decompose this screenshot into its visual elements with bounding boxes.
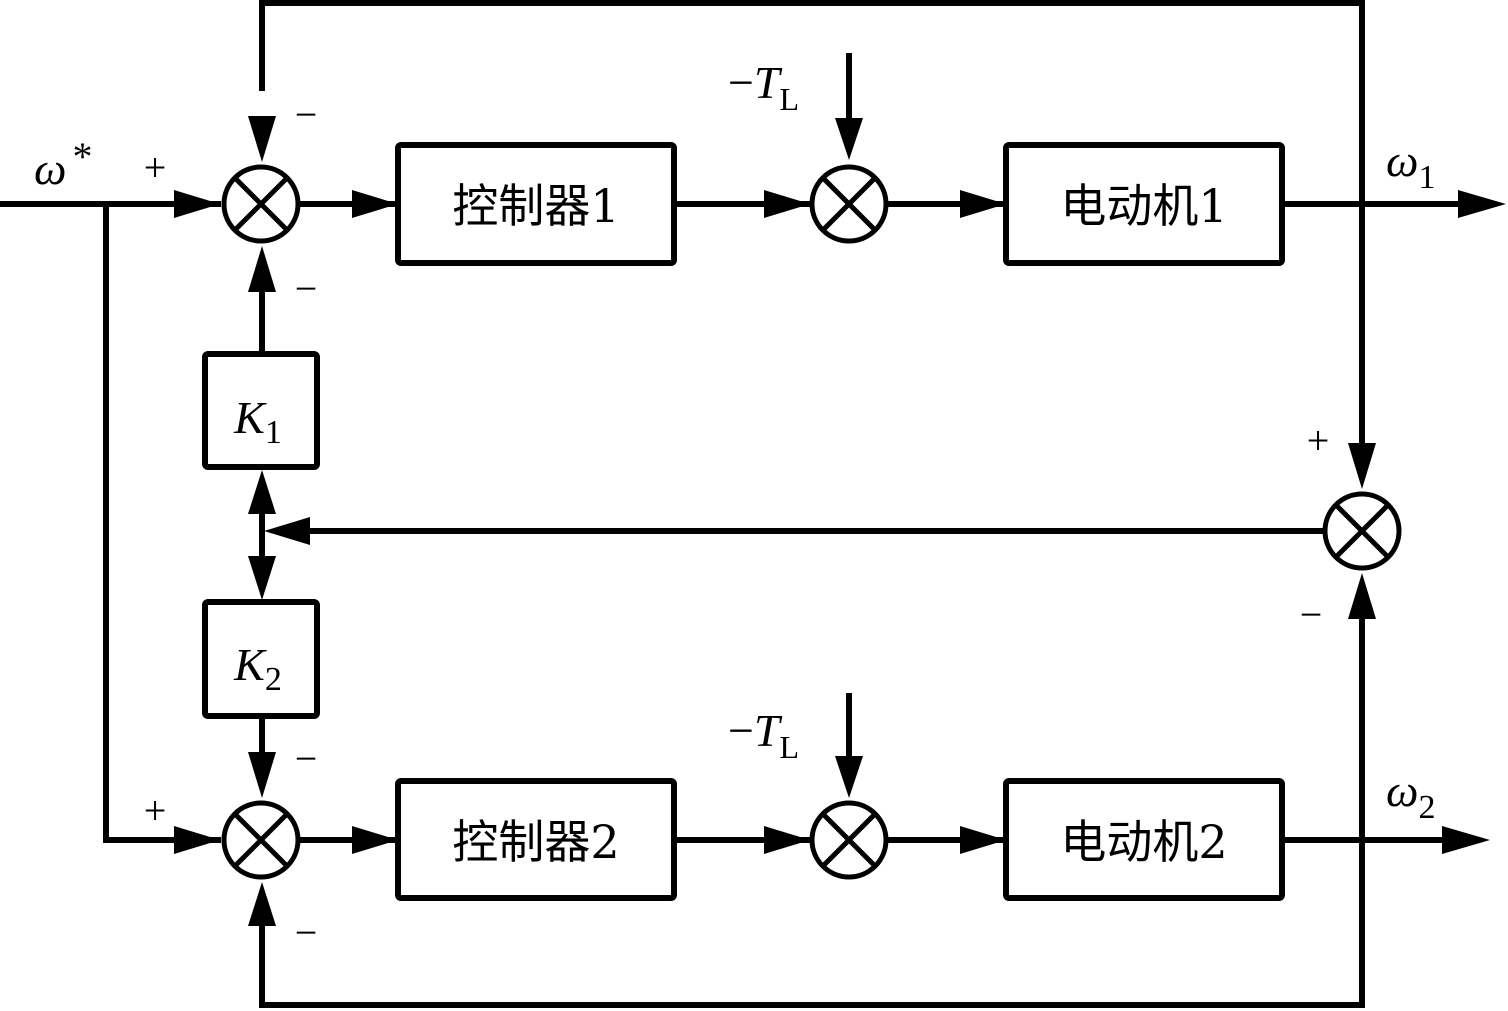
svg-text:K2: K2: [233, 639, 282, 698]
arrow-into-diff-sum-bottom: [1348, 573, 1376, 619]
input-label: ω*: [34, 134, 92, 194]
arrow-into-sum2-bottom: [248, 882, 276, 926]
diff-sum-bottom-sign: −: [1300, 592, 1323, 637]
arrow-into-load-sum2: [764, 826, 810, 854]
omega2-feedback-wire: [259, 619, 1365, 1008]
arrow-into-sum2-top: [248, 752, 276, 798]
omega2-label: ω2: [1386, 765, 1435, 826]
input-branch-wire: [103, 201, 221, 843]
k2-gain-block: K2: [202, 599, 320, 719]
controller2-label: 控制器2: [452, 815, 619, 869]
controller1-label: 控制器1: [452, 179, 619, 233]
arrow-into-sum1-left: [174, 190, 220, 218]
arrow-into-controller2: [352, 826, 398, 854]
sum1-top-sign: −: [295, 92, 318, 137]
arrow-omega1-out: [1458, 190, 1506, 218]
omega1-subscript: 1: [1418, 159, 1435, 196]
controller2-block: 控制器2: [395, 778, 677, 901]
arrow-into-k2: [248, 556, 276, 600]
arrow-tl1: [835, 118, 863, 160]
difference-summing-junction: [1322, 491, 1402, 571]
arrow-into-motor1: [960, 190, 1006, 218]
arrow-into-sum1-top: [248, 116, 276, 162]
tl1-symbol: T: [754, 57, 783, 108]
sum1-bottom-sign: −: [295, 266, 318, 311]
arrow-into-controller1: [352, 190, 398, 218]
tl1-prefix: −: [728, 57, 754, 108]
arrow-into-diff-sum-top: [1348, 443, 1376, 489]
svg-text:K1: K1: [233, 392, 282, 451]
sum1-left-sign: +: [144, 145, 167, 190]
omega1-feedback-wire: [259, 0, 1365, 443]
k1-symbol: K: [233, 392, 267, 443]
arrow-into-load-sum1: [764, 190, 810, 218]
diff-sum-top-sign: +: [1307, 418, 1330, 463]
tl1-label: −TL: [728, 57, 799, 117]
k1-subscript: 1: [265, 414, 282, 451]
arrow-omega2-out: [1442, 826, 1490, 854]
omega1-symbol: ω: [1386, 135, 1418, 186]
k1-gain-block: K1: [202, 351, 320, 470]
tl2-subscript: L: [780, 729, 800, 765]
arrow-into-k1: [248, 470, 276, 514]
motor2-label: 电动机2: [1060, 815, 1227, 869]
input-symbol: ω: [34, 143, 66, 194]
sum2-left-sign: +: [144, 788, 167, 833]
tl2-label: −TL: [728, 705, 799, 765]
arrow-into-sum1-bottom: [248, 246, 276, 292]
input-superscript: *: [72, 134, 92, 179]
motor1-label: 电动机1: [1060, 179, 1227, 233]
omega1-label: ω1: [1386, 135, 1435, 196]
motor1-block: 电动机1: [1003, 142, 1285, 266]
summing-junction-2: [221, 800, 301, 880]
tl1-subscript: L: [780, 81, 800, 117]
load-summing-junction-1: [809, 164, 889, 244]
k2-symbol: K: [233, 639, 267, 690]
load-summing-junction-2: [809, 800, 889, 880]
tl2-symbol: T: [754, 705, 783, 756]
tl2-prefix: −: [728, 705, 754, 756]
sum2-top-sign: −: [295, 736, 318, 781]
arrow-into-motor2: [960, 826, 1006, 854]
k2-subscript: 2: [265, 661, 282, 698]
arrow-into-sum2-left: [174, 826, 220, 854]
summing-junction-1: [221, 164, 301, 244]
omega2-symbol: ω: [1386, 765, 1418, 816]
arrow-into-k-node: [264, 517, 310, 545]
arrow-tl2: [835, 756, 863, 798]
controller1-block: 控制器1: [395, 142, 677, 266]
omega2-subscript: 2: [1418, 789, 1435, 826]
sum2-bottom-sign: −: [295, 910, 318, 955]
motor2-block: 电动机2: [1003, 778, 1285, 901]
